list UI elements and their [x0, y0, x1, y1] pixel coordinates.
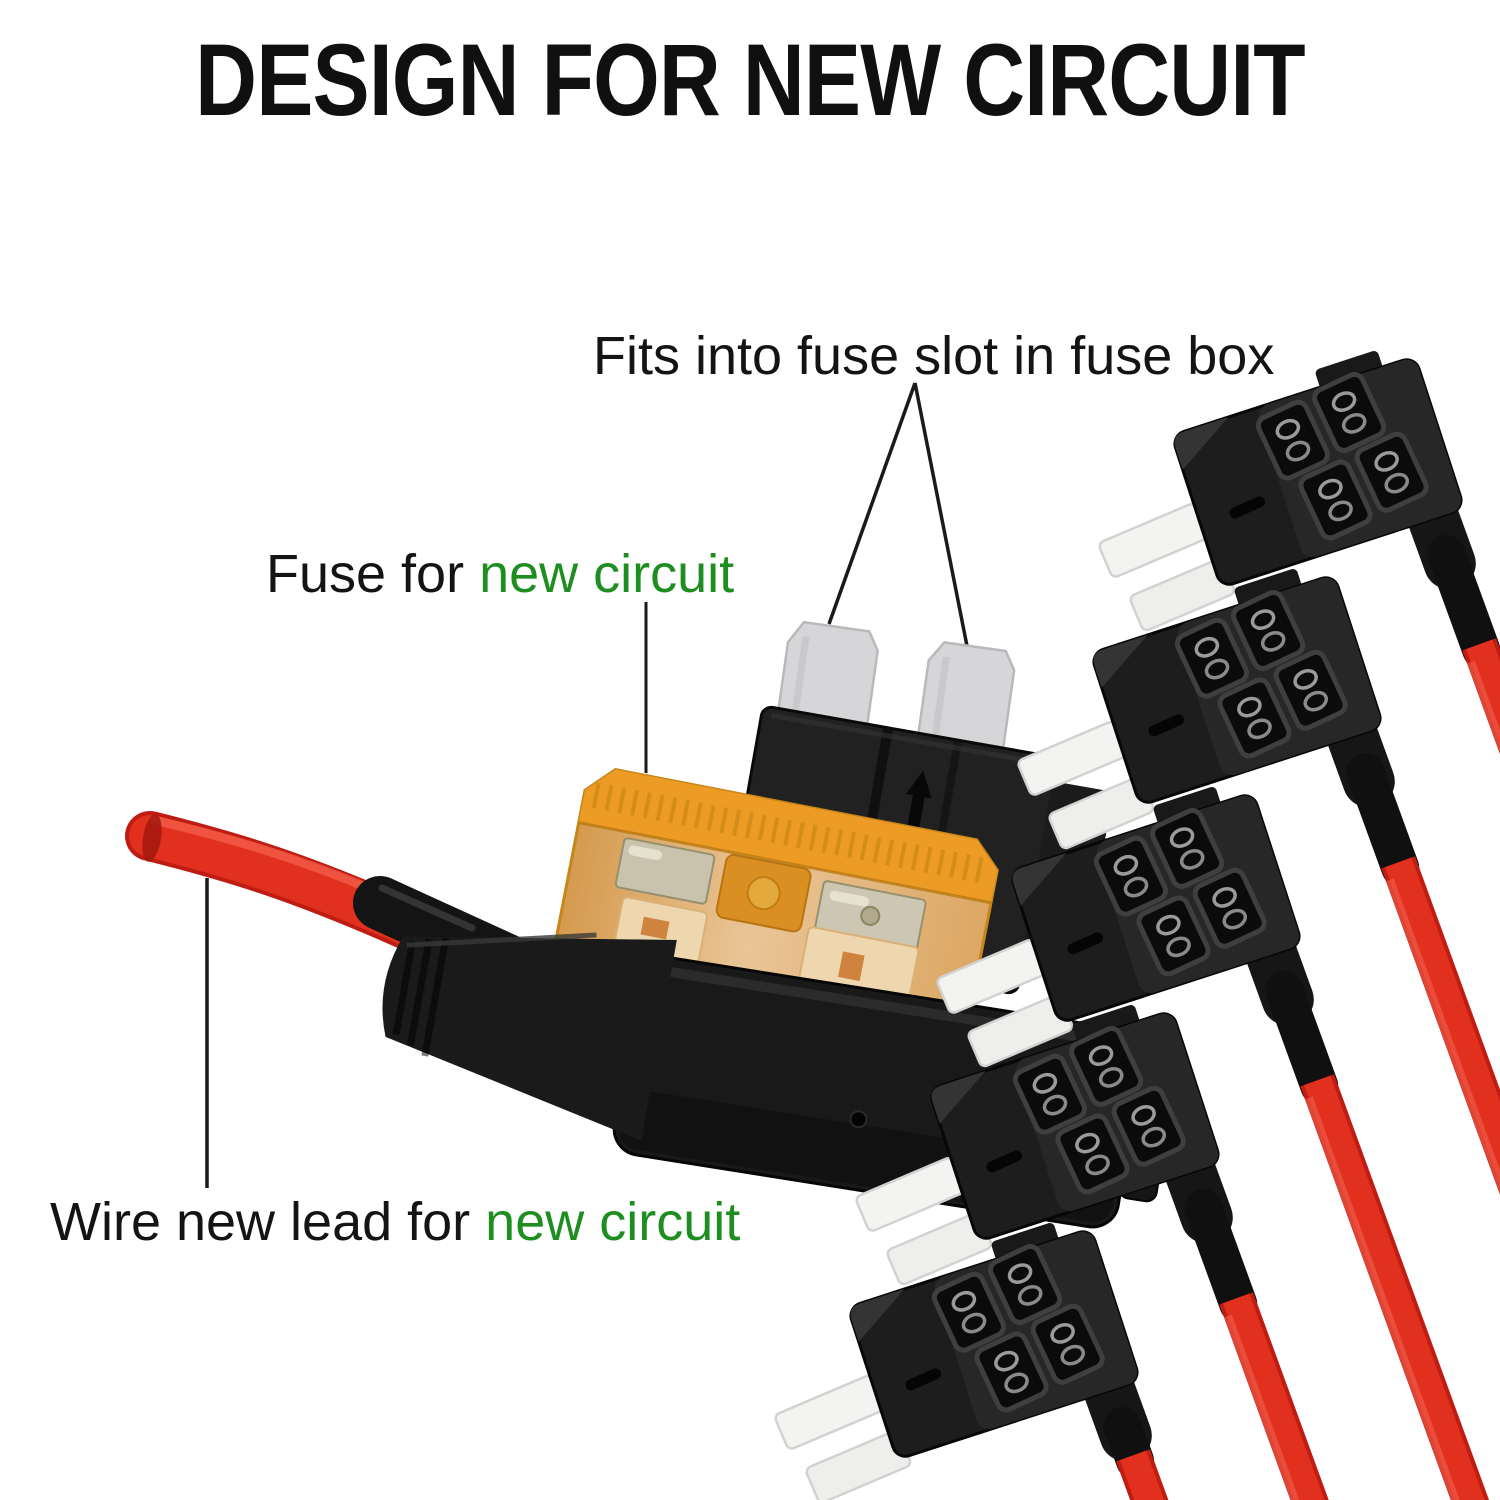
- leader-line-fuse-slot-right: [913, 382, 969, 647]
- molded-arrow: [905, 770, 932, 835]
- label-fuse-highlight: new circuit: [479, 544, 735, 604]
- label-wire-highlight: new circuit: [485, 1192, 741, 1252]
- page-title: DESIGN FOR NEW CIRCUIT: [195, 23, 1305, 137]
- boot-ribs: [392, 937, 450, 1057]
- leader-line-fuse-slot-left: [827, 382, 917, 625]
- label-fuse-prefix: Fuse for: [266, 544, 480, 604]
- molded-dimple: [849, 1110, 868, 1129]
- label-wire-prefix: Wire new lead for: [50, 1192, 486, 1252]
- heatshrink-highlight: [378, 884, 476, 932]
- fuse-ridges: [591, 782, 990, 885]
- label-fuse: Fuse for new circuit: [266, 544, 734, 604]
- wire-boot: [382, 932, 677, 1141]
- leader-lines: [205, 382, 969, 1188]
- label-fuse-slot: Fits into fuse slot in fuse box: [593, 326, 1274, 386]
- label-fuse-slot-text: Fits into fuse slot in fuse box: [593, 326, 1275, 386]
- wire-cut-end: [142, 814, 162, 862]
- fuse-tap-set: [744, 339, 1500, 1500]
- new-lead-wire-highlight: [149, 815, 397, 903]
- label-wire: Wire new lead for new circuit: [50, 1192, 740, 1252]
